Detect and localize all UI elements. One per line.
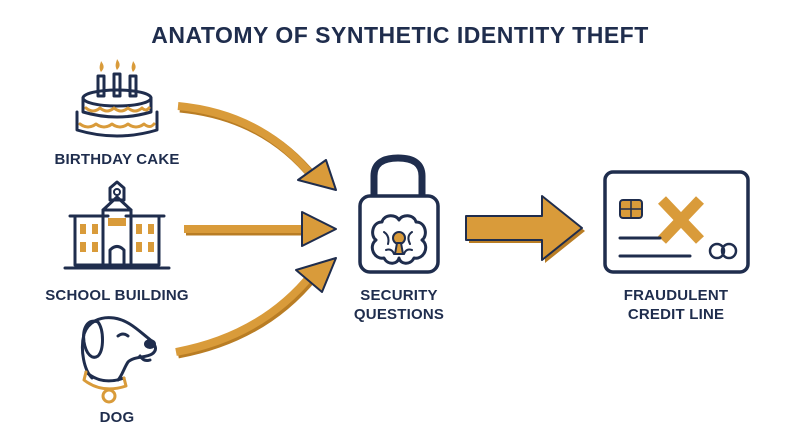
arrow-dog-to-lock [175,257,337,359]
output-label: FRAUDULENT CREDIT LINE [606,286,746,324]
arrow-lock-to-card [465,195,585,263]
padlock-brain-icon [358,154,440,274]
center-label-line2: QUESTIONS [353,306,445,323]
input-label-cake: BIRTHDAY CAKE [54,151,180,168]
birthday-cake-icon [75,59,159,138]
input-label-school: SCHOOL BUILDING [45,287,189,304]
output-label-line1: FRAUDULENT [623,287,729,304]
diagram-title: ANATOMY OF SYNTHETIC IDENTITY THEFT [151,22,649,48]
dog-icon [80,316,157,404]
output-label-line2: CREDIT LINE [627,306,725,323]
arrow-cake-to-lock [177,102,337,191]
center-label-line1: SECURITY [360,287,438,304]
school-building-icon [63,180,171,270]
input-label-dog: DOG [99,409,135,426]
credit-card-x-icon [603,170,750,274]
center-label: SECURITY QUESTIONS [339,286,459,324]
arrow-school-to-lock [184,211,337,247]
